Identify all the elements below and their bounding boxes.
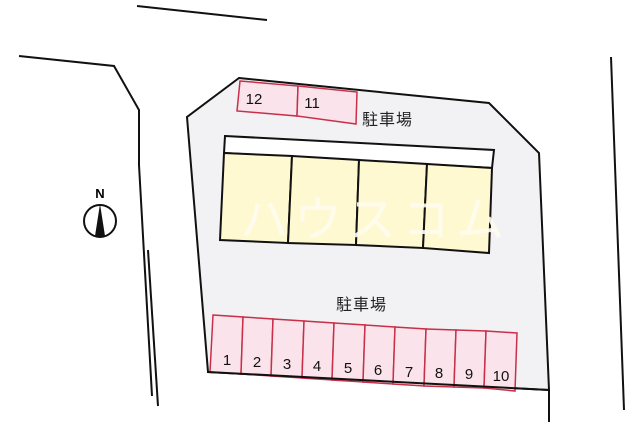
- space-1: 1: [222, 352, 232, 369]
- building: [218, 134, 496, 255]
- space-7: 7: [404, 364, 414, 381]
- space-3: 3: [282, 356, 292, 373]
- space-6: 6: [373, 362, 383, 379]
- parking-label-top: 駐車場: [362, 110, 414, 129]
- space-10: 10: [492, 368, 510, 385]
- space-9: 9: [464, 366, 474, 383]
- space-4: 4: [312, 358, 322, 375]
- north-label: N: [95, 186, 105, 201]
- compass-icon: [83, 204, 117, 238]
- space-12: 12: [245, 91, 263, 108]
- space-5: 5: [343, 360, 353, 377]
- road-lines: [18, 5, 625, 411]
- bottom-parking: [209, 314, 518, 392]
- parking-label-bottom: 駐車場: [336, 295, 388, 314]
- space-8: 8: [434, 365, 444, 382]
- watermark: ハウスコム: [240, 192, 511, 248]
- north-arrow: N: [82, 186, 118, 240]
- space-11: 11: [304, 95, 320, 112]
- top-parking: [236, 80, 358, 125]
- space-2: 2: [252, 354, 262, 371]
